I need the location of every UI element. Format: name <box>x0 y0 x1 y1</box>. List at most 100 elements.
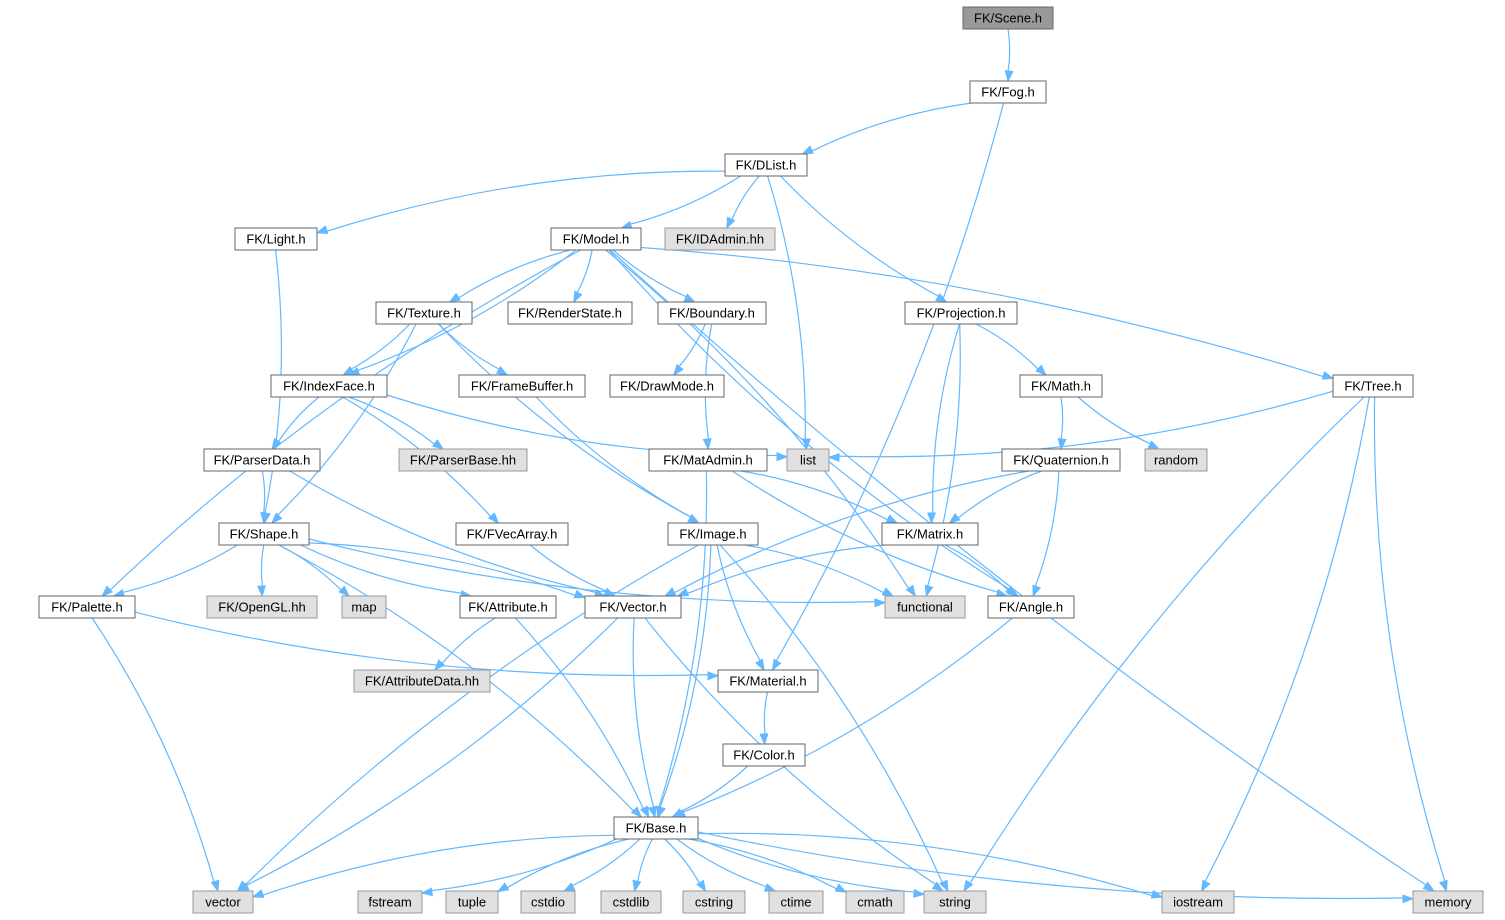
edge-line <box>244 544 699 887</box>
edge-line <box>697 837 916 893</box>
edge-line <box>612 249 688 298</box>
node-base[interactable]: FK/Base.h <box>613 816 699 840</box>
node-tree[interactable]: FK/Tree.h <box>1332 374 1414 398</box>
node-vector_h[interactable]: FK/Vector.h <box>584 595 682 619</box>
node-attributedata: FK/AttributeData.hh <box>353 669 491 693</box>
node-label: FK/ParserBase.hh <box>410 453 516 468</box>
node-model[interactable]: FK/Model.h <box>550 227 642 251</box>
node-label: cmath <box>857 895 892 910</box>
node-projection[interactable]: FK/Projection.h <box>904 301 1018 325</box>
node-label: ctime <box>780 895 811 910</box>
node-dlist[interactable]: FK/DList.h <box>724 153 808 177</box>
node-light[interactable]: FK/Light.h <box>234 227 318 251</box>
edge-shape-to-base <box>278 544 643 819</box>
node-renderstate[interactable]: FK/RenderState.h <box>507 301 633 325</box>
edge-line <box>944 544 1009 592</box>
node-vector: vector <box>192 890 254 914</box>
edge-arrowhead <box>1422 881 1436 892</box>
edge-arrowhead <box>759 733 769 746</box>
edge-base-to-tuple <box>496 838 629 893</box>
edge-arrowhead <box>676 587 690 597</box>
node-label: FK/Vector.h <box>599 600 666 615</box>
edge-shape-to-palette <box>112 544 238 598</box>
edge-line <box>740 470 889 521</box>
node-boundary[interactable]: FK/Boundary.h <box>657 301 767 325</box>
node-drawmode[interactable]: FK/DrawMode.h <box>609 374 725 398</box>
edge-dlist-to-list <box>767 175 812 451</box>
edge-attribute-to-attributedata <box>433 617 496 672</box>
node-parserdata[interactable]: FK/ParserData.h <box>203 448 321 472</box>
node-box <box>459 595 557 619</box>
edge-line <box>664 838 701 885</box>
node-list: list <box>786 448 830 472</box>
node-box <box>353 669 491 693</box>
edge-line <box>956 470 1042 520</box>
node-label: FK/Shape.h <box>230 527 299 542</box>
edge-line <box>308 538 877 604</box>
edge-arrowhead <box>963 879 974 893</box>
edge-arrowhead <box>1035 364 1047 376</box>
node-label: functional <box>897 600 953 615</box>
edge-shape-to-functional <box>308 538 887 608</box>
node-label: FK/Matrix.h <box>897 527 963 542</box>
node-random: random <box>1144 448 1208 472</box>
node-image[interactable]: FK/Image.h <box>667 522 759 546</box>
node-label: FK/ParserData.h <box>214 453 311 468</box>
node-quaternion[interactable]: FK/Quaternion.h <box>1001 448 1121 472</box>
node-string: string <box>923 890 987 914</box>
edge-line <box>659 544 712 809</box>
edge-arrowhead <box>1321 371 1335 380</box>
node-box <box>398 448 528 472</box>
edge-tree-to-memory <box>1373 396 1448 893</box>
node-shape[interactable]: FK/Shape.h <box>218 522 310 546</box>
node-math[interactable]: FK/Math.h <box>1019 374 1103 398</box>
node-label: FK/Texture.h <box>387 306 461 321</box>
edge-line <box>308 542 577 597</box>
node-texture[interactable]: FK/Texture.h <box>375 301 473 325</box>
edge-arrowhead <box>448 292 461 303</box>
edge-line <box>278 544 635 813</box>
node-angle[interactable]: FK/Angle.h <box>987 595 1075 619</box>
edge-line <box>1060 396 1064 441</box>
edge-arrowhead <box>210 879 220 893</box>
node-cmath: cmath <box>845 890 905 914</box>
edge-arrowhead <box>338 585 350 597</box>
node-framebuffer[interactable]: FK/FrameBuffer.h <box>458 374 586 398</box>
node-box <box>722 743 806 767</box>
edge-arrowhead <box>663 587 677 597</box>
node-palette[interactable]: FK/Palette.h <box>38 595 136 619</box>
edge-arrowhead <box>931 881 945 892</box>
node-matadmin[interactable]: FK/MatAdmin.h <box>648 448 768 472</box>
edge-arrowhead <box>948 513 961 524</box>
edge-line <box>605 249 910 590</box>
node-scene[interactable]: FK/Scene.h <box>962 6 1054 30</box>
node-fog[interactable]: FK/Fog.h <box>969 80 1047 104</box>
node-attribute[interactable]: FK/Attribute.h <box>459 595 557 619</box>
node-box <box>38 595 136 619</box>
node-label: FK/DrawMode.h <box>620 379 714 394</box>
node-material[interactable]: FK/Material.h <box>717 669 819 693</box>
node-box <box>884 595 966 619</box>
node-label: FK/Attribute.h <box>468 600 547 615</box>
node-box <box>962 6 1054 30</box>
edge-line <box>457 249 571 299</box>
node-box <box>657 301 767 325</box>
edge-arrowhead <box>1147 440 1161 450</box>
edge-texture-to-shape <box>271 323 417 525</box>
edge-line <box>350 323 411 371</box>
node-box <box>1161 890 1235 914</box>
node-box <box>206 595 318 619</box>
edge-math-to-random <box>1077 396 1161 450</box>
edge-line <box>1077 396 1152 445</box>
edge-tree-to-list <box>827 390 1334 463</box>
node-cstdio: cstdio <box>520 890 576 914</box>
edge-line <box>576 249 593 294</box>
node-indexface[interactable]: FK/IndexFace.h <box>270 374 388 398</box>
edge-arrowhead <box>657 805 666 819</box>
edge-texture-to-indexface <box>342 323 411 376</box>
node-box <box>667 522 759 546</box>
node-color[interactable]: FK/Color.h <box>722 743 806 767</box>
node-fvecarray[interactable]: FK/FVecArray.h <box>455 522 569 546</box>
node-matrix[interactable]: FK/Matrix.h <box>881 522 979 546</box>
